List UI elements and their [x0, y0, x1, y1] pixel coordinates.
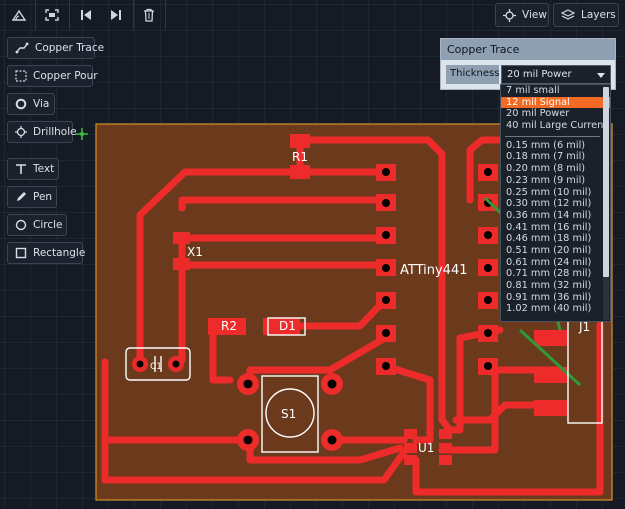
- tool-drillhole[interactable]: Drillhole: [7, 121, 77, 143]
- layers-button[interactable]: Layers: [553, 3, 619, 27]
- tool-label: Circle: [33, 219, 63, 231]
- dropdown-option[interactable]: 0.18 mm (7 mil): [506, 151, 586, 163]
- label-r2: R2: [221, 319, 237, 333]
- tool-circle[interactable]: Circle: [7, 214, 67, 236]
- tool-label: Copper Trace: [35, 42, 105, 54]
- copper-pads[interactable]: [132, 134, 568, 465]
- layers-icon: [561, 8, 575, 20]
- tool-copper-trace[interactable]: Copper Trace: [7, 37, 104, 59]
- circle-icon: [15, 219, 27, 231]
- fit-screen-icon[interactable]: [39, 4, 65, 26]
- label-attiny: ATTiny441: [400, 263, 468, 278]
- dropdown-option[interactable]: 40 mil Large Current: [506, 120, 608, 132]
- tool-label: Pen: [33, 191, 53, 203]
- dropdown-option[interactable]: 0.30 mm (12 mil): [506, 198, 592, 210]
- crosshair-icon: [503, 8, 516, 22]
- dropdown-option[interactable]: 12 mil Signal: [501, 96, 610, 109]
- dropdown-option[interactable]: 7 mil small: [506, 85, 560, 96]
- skip-back-icon[interactable]: [73, 4, 99, 26]
- panel-title: Copper Trace: [441, 39, 615, 60]
- dropdown-scrollbar-thumb[interactable]: [603, 87, 609, 277]
- tool-copper-pour[interactable]: Copper Pour: [7, 65, 98, 87]
- tool-label: Via: [33, 98, 50, 110]
- dropdown-option[interactable]: 20 mil Power: [506, 108, 570, 120]
- measure-icon[interactable]: [6, 4, 32, 26]
- copper-trace-panel: Copper Trace Thickness 20 mil Power: [440, 38, 616, 90]
- layers-label: Layers: [581, 9, 616, 21]
- trash-icon[interactable]: [136, 4, 162, 26]
- dropdown-option[interactable]: 0.61 mm (24 mil): [506, 256, 592, 268]
- tool-rectangle[interactable]: Rectangle: [7, 242, 86, 264]
- tool-via[interactable]: Via: [7, 93, 55, 115]
- dropdown-option[interactable]: 0.51 mm (20 mil): [506, 244, 592, 256]
- drill-holes: [136, 168, 492, 445]
- dropdown-option[interactable]: 0.81 mm (32 mil): [506, 280, 592, 291]
- copper-trace-icon: [15, 42, 29, 54]
- label-x1: X1: [187, 245, 203, 259]
- tool-text[interactable]: Text: [7, 158, 59, 180]
- chevron-down-icon: [597, 73, 605, 78]
- dropdown-option[interactable]: 0.15 mm (6 mil): [506, 139, 586, 151]
- thickness-value: 20 mil Power: [507, 69, 572, 80]
- skip-forward-icon[interactable]: [103, 4, 129, 26]
- dropdown-divider: [501, 132, 610, 140]
- label-s1: S1: [281, 407, 296, 421]
- pen-icon: [17, 192, 26, 201]
- dropdown-option[interactable]: 0.46 mm (18 mil): [506, 233, 592, 245]
- drillhole-icon: [15, 126, 27, 138]
- origin-marker: [76, 128, 88, 140]
- dropdown-option[interactable]: 1.02 mm (40 mil): [506, 303, 592, 315]
- rectangle-icon: [15, 247, 27, 259]
- view-label: View: [522, 9, 547, 21]
- label-u1: U1: [418, 441, 434, 455]
- label-d1: D1: [279, 319, 296, 333]
- silkscreen: [125, 317, 603, 453]
- tool-label: Copper Pour: [33, 70, 98, 82]
- dropdown-option[interactable]: 0.36 mm (14 mil): [506, 209, 592, 221]
- view-button[interactable]: View: [495, 3, 549, 27]
- dropdown-option[interactable]: 0.41 mm (16 mil): [506, 221, 592, 233]
- thickness-select[interactable]: 20 mil Power: [501, 65, 611, 84]
- label-r1: R1: [292, 150, 308, 164]
- tool-label: Rectangle: [33, 247, 86, 259]
- dropdown-option[interactable]: 0.91 mm (36 mil): [506, 291, 592, 303]
- label-c1: C1: [150, 362, 162, 372]
- dropdown-option[interactable]: 0.25 mm (10 mil): [506, 186, 592, 198]
- dropdown-option[interactable]: 0.20 mm (8 mil): [506, 163, 586, 175]
- tool-label: Drillhole: [33, 126, 77, 138]
- tool-pen[interactable]: Pen: [7, 186, 57, 208]
- label-j1: J1: [578, 320, 590, 334]
- thickness-label: Thickness: [446, 65, 499, 84]
- copper-pour-icon: [15, 70, 27, 82]
- text-icon: [16, 164, 26, 174]
- tool-label: Text: [33, 163, 55, 175]
- dropdown-option[interactable]: 0.71 mm (28 mil): [506, 268, 592, 280]
- via-icon: [15, 98, 27, 110]
- dropdown-option[interactable]: 0.23 mm (9 mil): [506, 174, 586, 186]
